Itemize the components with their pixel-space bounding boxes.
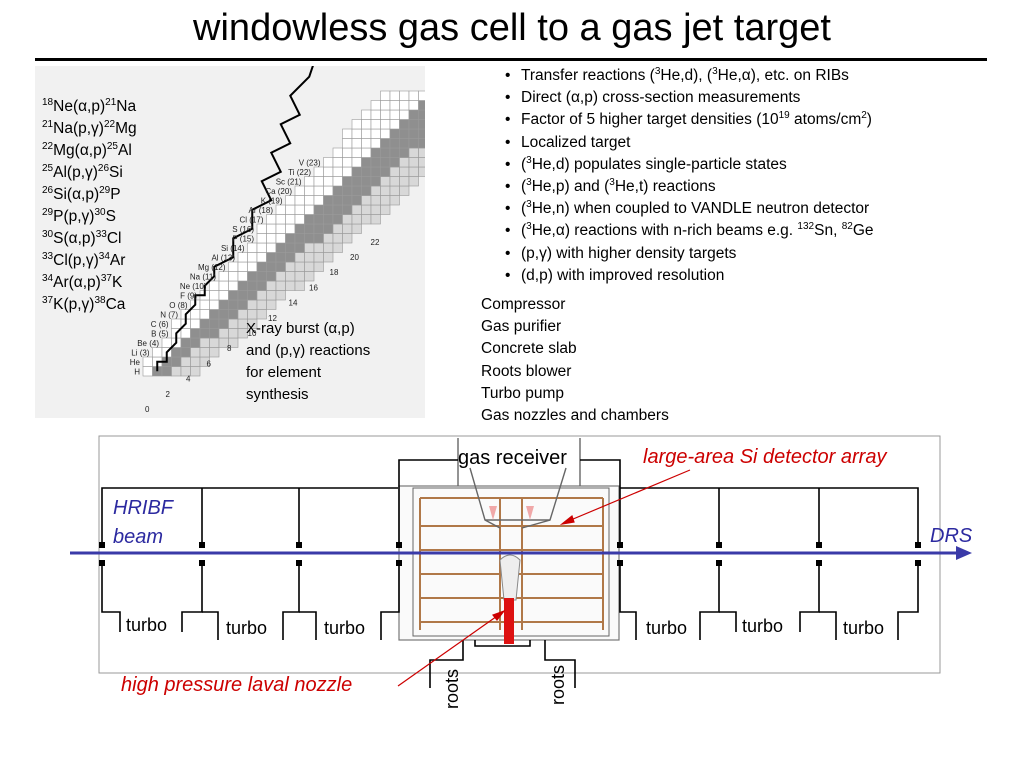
reaction-item: 34Ar(α,p)37K (42, 273, 123, 292)
turbo-pump-label: turbo (843, 618, 885, 638)
neutron-number-labels: 0 2 4 6 8 10 12 14 16 18 20 22 (145, 238, 380, 414)
element-label: Cl (17) (239, 216, 263, 225)
equipment-item: Turbo pump (481, 384, 564, 402)
reaction-item: 30S(α,p)33Cl (42, 229, 122, 248)
neutron-number-label: 18 (330, 268, 339, 277)
neutron-number-label: 14 (289, 299, 298, 308)
beam-axis (70, 546, 972, 560)
hribf-label: HRIBF (113, 497, 173, 519)
bullet-item: •Localized target (505, 133, 631, 151)
neutron-number-label: 10 (248, 329, 257, 338)
annotation-arrows (397, 469, 691, 687)
element-label: Si (14) (221, 244, 245, 253)
element-label: Li (3) (131, 349, 150, 358)
element-label: V (23) (299, 159, 321, 168)
valves (99, 542, 921, 566)
element-label: Ca (20) (265, 187, 292, 196)
equipment-item: Gas nozzles and chambers (481, 407, 669, 425)
element-labels: V (23)Ti (22)Sc (21)Ca (20)K (19)Ar (18)… (130, 159, 321, 377)
element-label: K (19) (261, 197, 283, 206)
gas-receiver-label: gas receiver (458, 447, 567, 469)
element-label: He (130, 358, 141, 367)
reaction-list: 18Ne(α,p)21Na 21Na(p,γ)22Mg 22Mg(α,p)25A… (42, 96, 137, 316)
neutron-number-label: 22 (371, 238, 380, 247)
neutron-number-label: 0 (145, 405, 150, 414)
element-label: Ar (18) (249, 206, 274, 215)
bullet-item: •(3He,α) reactions with n-rich beams e.g… (505, 221, 874, 240)
element-label: C (6) (151, 320, 169, 329)
neutron-number-label: 6 (207, 359, 212, 368)
equipment-item: Gas purifier (481, 318, 562, 336)
element-label: P (15) (232, 235, 254, 244)
element-label: Ne (10) (180, 282, 207, 291)
bullet-item: •(3He,n) when coupled to VANDLE neutron … (505, 199, 870, 218)
neutron-number-label: 16 (309, 283, 318, 292)
reaction-item: 26Si(α,p)29P (42, 185, 121, 204)
bullet-item: •(d,p) with improved resolution (505, 266, 725, 284)
bullet-item: •(3He,p) and (3He,t) reactions (505, 177, 716, 196)
equipment-item: Roots blower (481, 362, 572, 380)
element-label: O (8) (169, 301, 188, 310)
nuclide-chart: V (23)Ti (22)Sc (21)Ca (20)K (19)Ar (18)… (35, 66, 425, 418)
roots-blower-label: roots (548, 664, 568, 705)
element-label: B (5) (151, 330, 169, 339)
turbo-pump-label: turbo (126, 615, 168, 635)
reaction-item: 25Al(p,γ)26Si (42, 163, 123, 182)
turbo-pump-label: turbo (646, 618, 688, 638)
neutron-number-label: 8 (227, 344, 232, 353)
title-divider (35, 58, 987, 61)
rp-process-path (156, 66, 314, 372)
reaction-item: 37K(p,γ)38Ca (42, 295, 126, 314)
chart-cells (142, 90, 425, 377)
reaction-item: 29P(p,γ)30S (42, 207, 116, 226)
reaction-item: 22Mg(α,p)25Al (42, 141, 132, 160)
turbo-pump-label: turbo (324, 618, 366, 638)
element-label: Na (11) (190, 273, 216, 282)
gas-receiver (457, 438, 581, 529)
slide-title: windowless gas cell to a gas jet target (193, 7, 831, 49)
element-label: Ti (22) (288, 168, 311, 177)
equipment-list: Compressor Gas purifier Concrete slab Ro… (481, 294, 669, 427)
si-array-label: large-area Si detector array (643, 446, 887, 468)
feature-bullets: •Transfer reactions (3He,d), (3He,α), et… (505, 65, 874, 287)
reaction-item: 21Na(p,γ)22Mg (42, 119, 137, 138)
rp-path-line (156, 66, 314, 372)
element-label: F (9) (180, 292, 197, 301)
element-label: Sc (21) (276, 178, 302, 187)
equipment-item: Compressor (481, 296, 566, 313)
bullet-item: •Direct (α,p) cross-section measurements (505, 89, 801, 107)
bullet-item: •Factor of 5 higher target densities (10… (505, 110, 872, 129)
element-label: N (7) (160, 311, 178, 320)
chart-cell (418, 90, 425, 101)
pumping-lines (101, 459, 919, 688)
neutron-number-label: 2 (166, 390, 171, 399)
equipment-item: Concrete slab (481, 340, 577, 358)
element-label: Al (13) (211, 254, 235, 263)
roots-blower-label: roots (442, 668, 462, 709)
element-label: S (16) (232, 225, 254, 234)
turbo-pump-label: turbo (226, 618, 268, 638)
nozzle-label: high pressure laval nozzle (121, 674, 353, 696)
element-label: H (134, 368, 140, 377)
element-label: Be (4) (137, 339, 159, 348)
turbo-pump-label: turbo (742, 616, 784, 636)
neutron-number-label: 20 (350, 253, 359, 262)
reaction-item: 18Ne(α,p)21Na (42, 97, 137, 116)
laval-nozzle (499, 554, 521, 644)
element-label: Mg (12) (198, 263, 226, 272)
bullet-item: •Transfer reactions (3He,d), (3He,α), et… (505, 66, 849, 85)
nuclide-chart-graphic: V (23)Ti (22)Sc (21)Ca (20)K (19)Ar (18)… (130, 66, 425, 414)
reaction-item: 33Cl(p,γ)34Ar (42, 251, 126, 270)
xray-burst-note: X-ray burst (α,p) and (p,γ) reactions fo… (246, 320, 371, 403)
drs-label: DRS (930, 525, 973, 547)
bullet-item: •(p,γ) with higher density targets (505, 244, 737, 262)
neutron-number-label: 4 (186, 375, 191, 384)
neutron-number-label: 12 (268, 314, 277, 323)
bullet-item: •(3He,d) populates single-particle state… (505, 154, 787, 173)
beam-label: beam (113, 526, 164, 548)
